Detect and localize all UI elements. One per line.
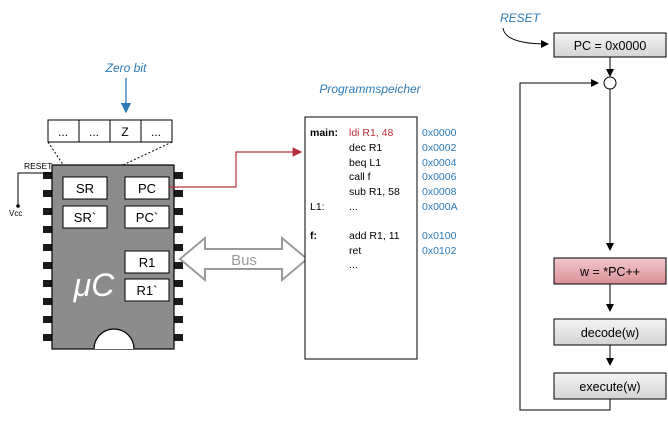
flow-execute-step: execute(w) — [553, 372, 667, 400]
flow-reset-arrow — [502, 27, 549, 48]
sr-bit-3: ... — [151, 125, 161, 139]
svg-text:R1`: R1` — [137, 283, 158, 298]
instr-2: beq L1 — [349, 157, 381, 169]
svg-text:decode(w): decode(w) — [581, 326, 639, 340]
addr-2: 0x0004 — [422, 157, 457, 169]
program-memory-box — [304, 116, 418, 360]
instr-4: sub R1, 58 — [349, 186, 400, 198]
svg-text:execute(w): execute(w) — [579, 380, 640, 394]
instr-current: ldi R1, 48 — [349, 127, 394, 139]
flow-decode-step: decode(w) — [553, 318, 667, 346]
flow-loop-back — [519, 79, 611, 411]
program-memory-lines: main: ldi R1, 48 0x0000 dec R1 0x0002 be… — [310, 127, 458, 271]
addr-0: 0x0000 — [422, 127, 457, 139]
sr-bit-zero: Z — [121, 125, 128, 139]
flow-fetch-step: w = *PC++ — [553, 257, 667, 285]
bus-arrow: Bus — [178, 235, 309, 283]
vcc-node — [16, 204, 20, 208]
register-sr-shadow: SR` — [62, 205, 108, 229]
svg-text:PC: PC — [138, 181, 156, 196]
instr-5: ... — [349, 201, 358, 213]
label-main: main: — [310, 127, 338, 139]
instr-7: ret — [349, 245, 361, 257]
register-r1-shadow: R1` — [124, 278, 170, 302]
register-pc-shadow: PC` — [124, 205, 170, 229]
label-f: f: — [310, 230, 317, 242]
svg-text:SR`: SR` — [74, 210, 96, 225]
chip-label: μC — [73, 267, 116, 303]
addr-3: 0x0006 — [422, 171, 457, 183]
vcc-label: Vcc — [9, 209, 22, 218]
instr-1: dec R1 — [349, 142, 382, 154]
reset-wire — [17, 172, 52, 205]
svg-text:PC`: PC` — [136, 210, 158, 225]
label-l1: L1: — [310, 201, 325, 213]
sr-bit-1: ... — [89, 125, 99, 139]
addr-1: 0x0002 — [422, 142, 457, 154]
pc-pointer-arrow — [169, 147, 303, 188]
zero-bit-label: Zero bit — [105, 61, 147, 75]
addr-4: 0x0008 — [422, 186, 457, 198]
svg-text:R1: R1 — [139, 255, 156, 270]
reset-pin-label: RESET — [24, 161, 52, 171]
sr-bit-0: ... — [58, 125, 68, 139]
svg-text:SR: SR — [76, 181, 94, 196]
flow-init-step: PC = 0x0000 — [553, 32, 667, 58]
register-sr: SR — [62, 176, 108, 200]
instr-6: add R1, 11 — [349, 230, 400, 242]
bus-label: Bus — [231, 252, 257, 269]
register-pc: PC — [124, 176, 170, 200]
svg-text:PC = 0x0000: PC = 0x0000 — [574, 39, 647, 53]
register-r1: R1 — [124, 250, 170, 274]
program-memory-title: Programmspeicher — [319, 82, 421, 96]
instr-3: call f — [349, 171, 371, 183]
instr-8: ... — [349, 259, 358, 271]
svg-text:w = *PC++: w = *PC++ — [579, 265, 640, 279]
addr-7: 0x0102 — [422, 245, 457, 257]
flow-reset-label: RESET — [500, 11, 542, 25]
addr-5: 0x000A — [422, 201, 458, 213]
addr-6: 0x0100 — [422, 230, 457, 242]
status-register-bits: ... ... Z ... — [47, 119, 173, 143]
flow-merge-node — [603, 76, 617, 90]
